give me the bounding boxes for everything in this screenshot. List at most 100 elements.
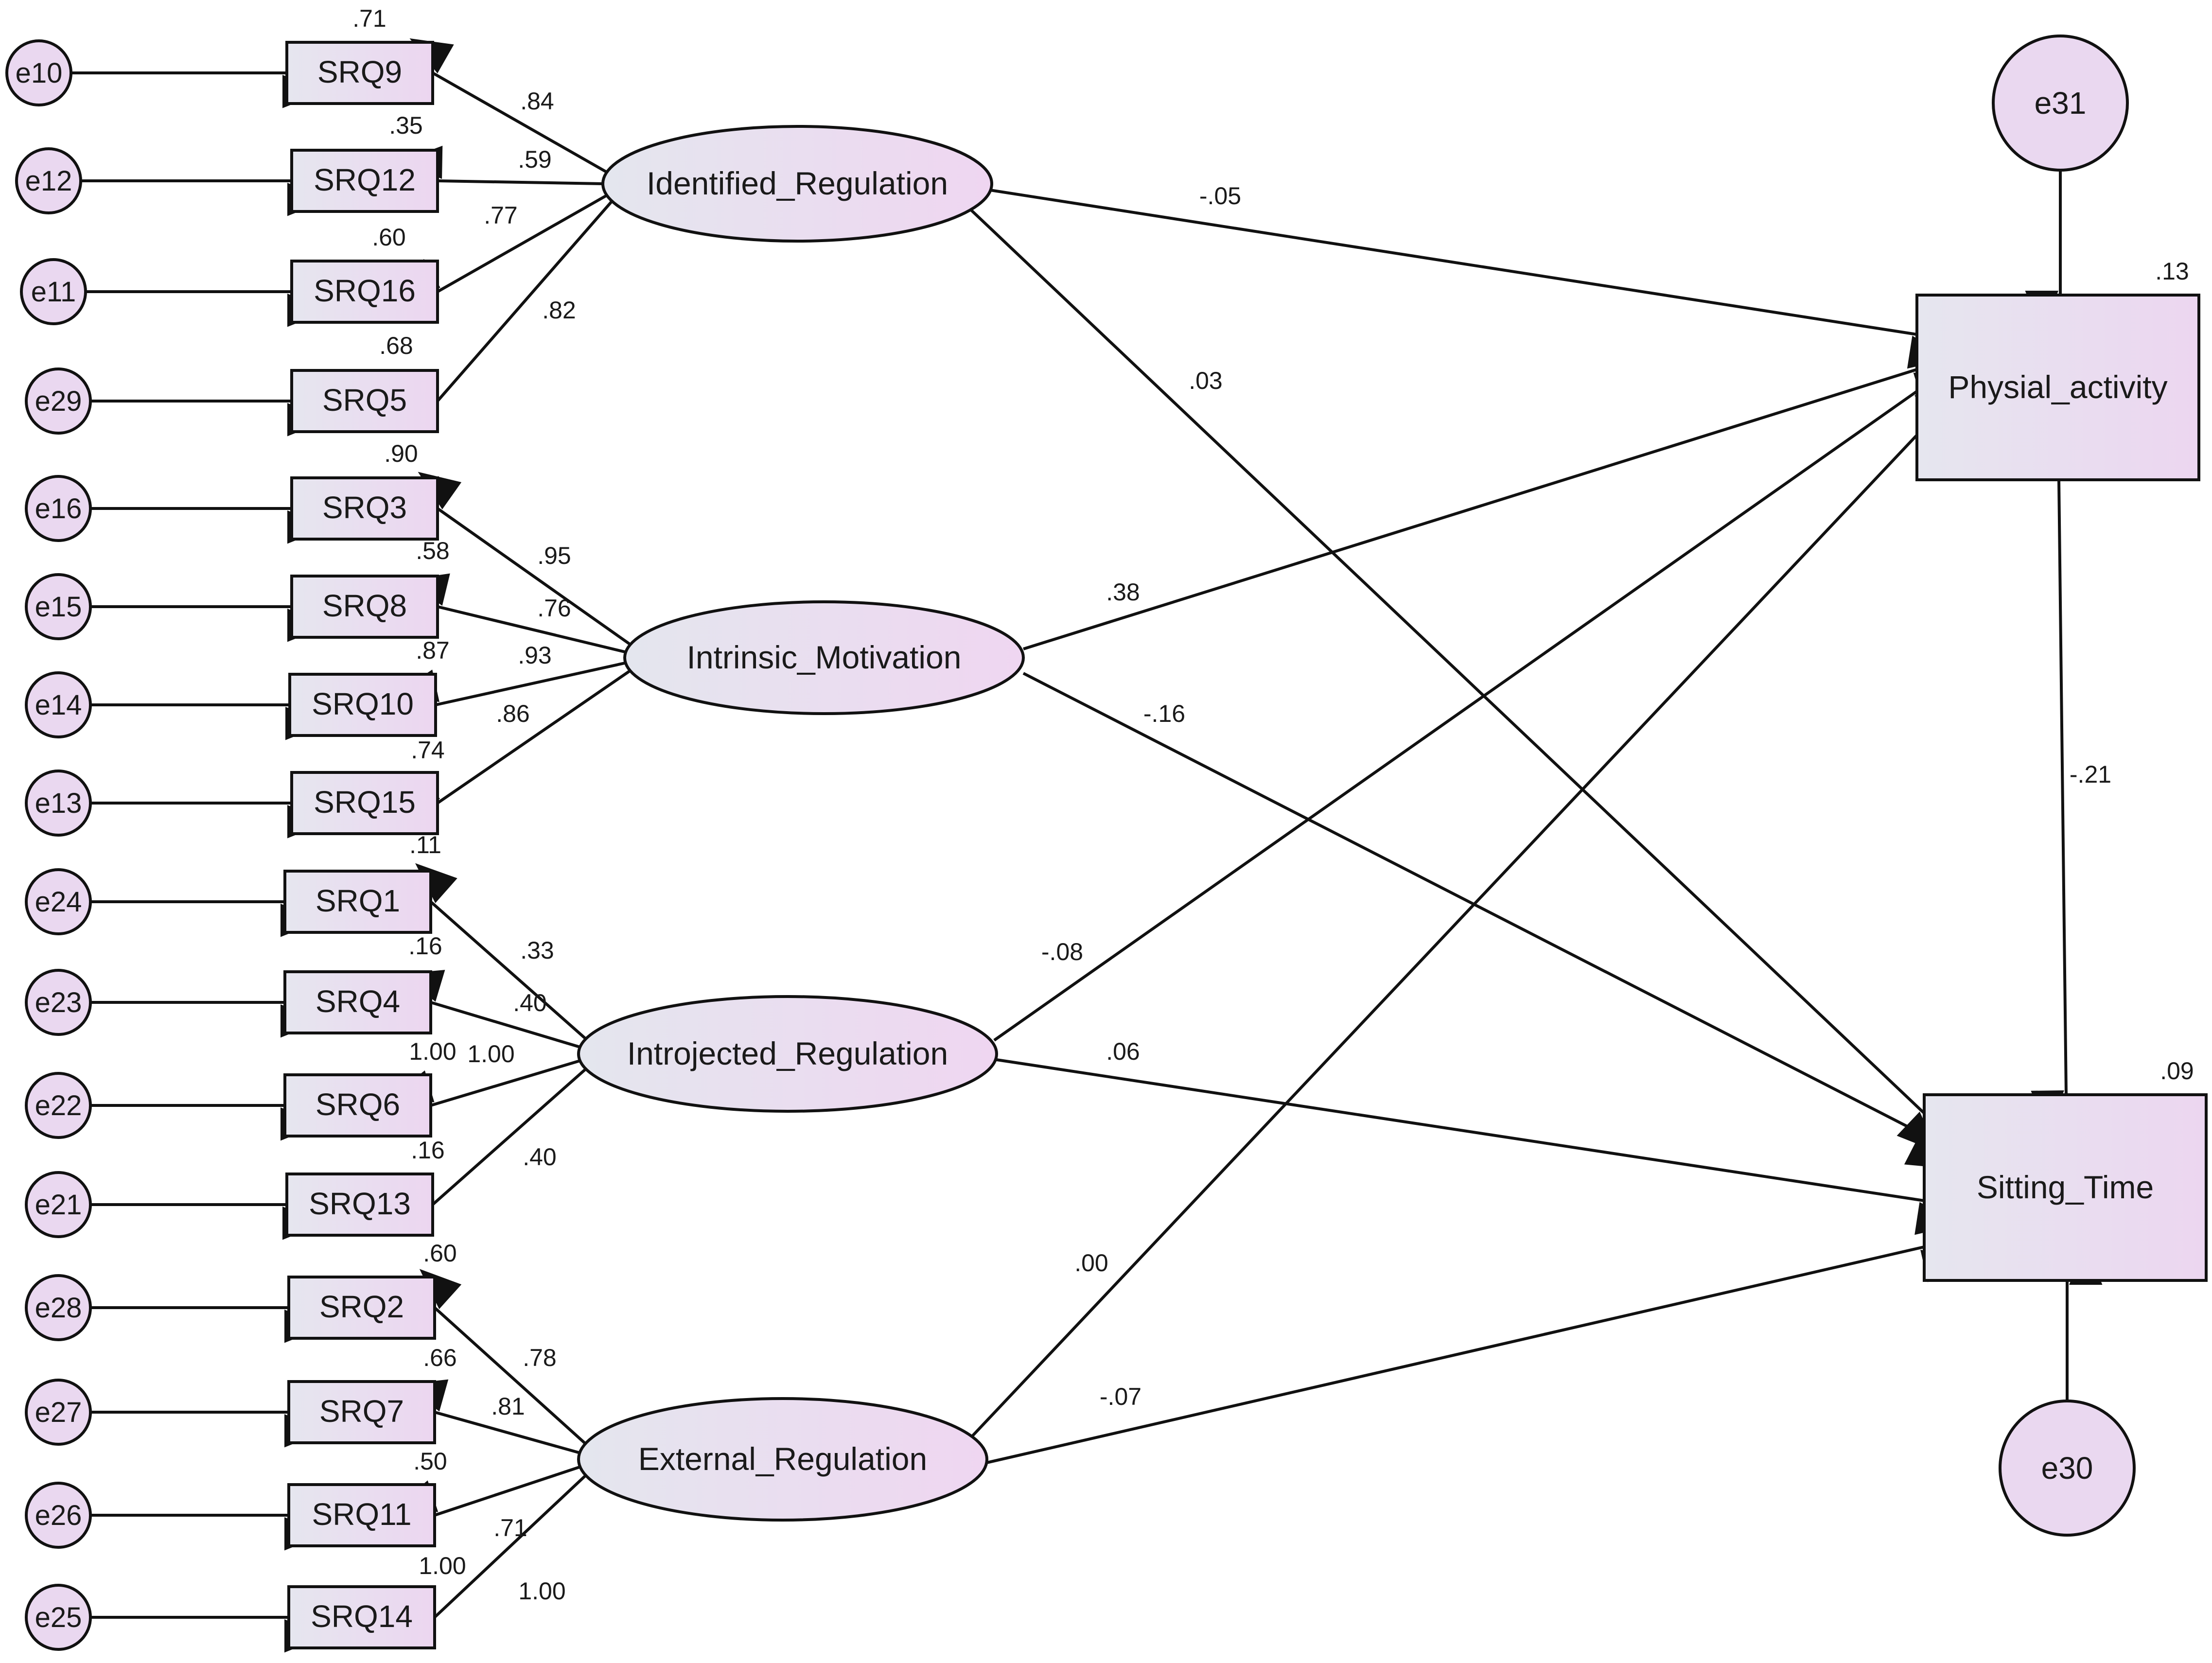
indicator-label: SRQ13 [309, 1186, 411, 1221]
indicator-r2-label: .71 [352, 5, 386, 32]
indicator-r2-label: .16 [411, 1137, 445, 1164]
loading-coefficient-label: .86 [496, 700, 530, 727]
indicator-label: SRQ9 [317, 54, 402, 89]
error-term-circle [20, 258, 87, 325]
loading-coefficient-label: 1.00 [518, 1577, 565, 1605]
error-term-circle [25, 1171, 92, 1238]
indicator-box [290, 771, 439, 835]
loading-coefficient-label: .40 [513, 989, 547, 1016]
loading-coefficient-label: .78 [523, 1344, 557, 1371]
latent-factor-ellipse [601, 125, 993, 243]
indicator-box [290, 260, 439, 324]
indicator-box [290, 149, 439, 213]
path-coefficient-label: -.16 [1143, 700, 1185, 727]
loading-coefficient-label: .84 [520, 88, 554, 115]
indicator-r2-label: .66 [423, 1344, 457, 1371]
error-term-circle [5, 39, 72, 106]
error-term-label: e22 [35, 1090, 82, 1121]
indicator-label: SRQ3 [322, 490, 407, 525]
indicator-box [288, 673, 437, 737]
indicator-r2-label: .35 [389, 112, 423, 139]
loading-path [401, 145, 603, 185]
error-term-circle [25, 1072, 92, 1139]
path-coefficient-label: -.07 [1100, 1383, 1141, 1410]
indicator-box [290, 575, 439, 639]
indicator-r2-label: .50 [413, 1448, 447, 1475]
indicator-label: SRQ5 [322, 383, 407, 418]
path-coefficient-label: -.05 [1199, 182, 1241, 210]
loading-coefficient-label: .33 [520, 937, 554, 964]
loading-coefficient-label: .76 [537, 595, 571, 622]
error-term-label: e13 [35, 788, 82, 819]
indicator-label: SRQ11 [312, 1497, 411, 1532]
structural-path [966, 205, 1939, 1153]
loading-path [396, 656, 650, 809]
error-term-circle [25, 1379, 92, 1446]
loading-coefficient-label: 1.00 [467, 1040, 514, 1068]
indicator-box [283, 970, 432, 1034]
indicator-label: SRQ14 [311, 1599, 413, 1634]
indicator-r2-label: .16 [408, 932, 442, 960]
error-term-label: e29 [35, 385, 82, 417]
error-term-circle [25, 1584, 92, 1651]
loading-coefficient-label: .71 [493, 1514, 527, 1541]
error-term-circle [25, 475, 92, 542]
error-term-circle [25, 368, 92, 435]
indicator-label: SRQ8 [322, 588, 407, 623]
latent-factor-ellipse [577, 1397, 988, 1522]
error-term-circle [25, 671, 92, 738]
indicator-box [285, 1173, 434, 1237]
indicator-r2-label: .90 [384, 440, 418, 467]
error-term-label: e24 [35, 886, 82, 918]
loading-path [404, 1379, 603, 1461]
indicator-box [283, 1073, 432, 1138]
disturbance-label: e30 [2041, 1451, 2093, 1486]
loading-path [395, 1458, 604, 1629]
structural-path [984, 1245, 1965, 1465]
loading-path [395, 656, 650, 706]
loading-path [399, 183, 629, 417]
error-term-label: e14 [35, 689, 82, 721]
error-term-circle [25, 868, 92, 935]
structural-path [2031, 479, 2068, 1132]
loading-coefficient-label: .81 [491, 1393, 525, 1420]
indicator-label: SRQ6 [316, 1087, 400, 1122]
disturbance-label: e31 [2035, 86, 2087, 121]
path-coefficient-label: .38 [1106, 578, 1140, 606]
loading-coefficient-label: .95 [537, 542, 571, 569]
loading-path [393, 1458, 603, 1517]
error-term-label: e27 [35, 1397, 82, 1428]
latent-factor-label: Identified_Regulation [647, 165, 948, 201]
error-term-label: e12 [25, 165, 72, 197]
loading-path [396, 182, 628, 294]
outcome-r2-label: .13 [2155, 258, 2189, 285]
error-term-circle [25, 770, 92, 837]
loading-path [419, 1269, 604, 1461]
indicator-box [287, 1483, 436, 1547]
indicator-r2-label: .68 [379, 332, 413, 359]
indicator-label: SRQ1 [316, 883, 400, 918]
indicator-box [290, 476, 439, 541]
error-term-label: e15 [35, 591, 82, 623]
indicator-label: SRQ10 [312, 686, 414, 721]
indicator-box [287, 1380, 436, 1444]
error-term-circle [25, 1274, 92, 1341]
error-term-label: e26 [35, 1500, 82, 1531]
path-coefficient-label: .06 [1106, 1038, 1140, 1065]
latent-factor-ellipse [577, 995, 998, 1113]
error-term-label: e28 [35, 1292, 82, 1324]
error-term-circle [25, 969, 92, 1036]
loading-path [389, 1052, 603, 1107]
loading-path [415, 863, 604, 1055]
latent-factor-label: Introjected_Regulation [627, 1035, 948, 1071]
path-coefficient-label: .00 [1074, 1249, 1108, 1277]
outcome-label: Sitting_Time [1977, 1169, 2154, 1205]
error-term-label: e25 [35, 1602, 82, 1633]
loading-path [400, 970, 603, 1055]
indicator-r2-label: 1.00 [419, 1552, 466, 1579]
indicator-box [290, 369, 439, 433]
outcome-r2-label: .09 [2160, 1057, 2194, 1085]
error-term-circle [15, 147, 82, 214]
indicator-r2-label: .11 [409, 831, 441, 858]
outcome-box [1915, 294, 2200, 481]
